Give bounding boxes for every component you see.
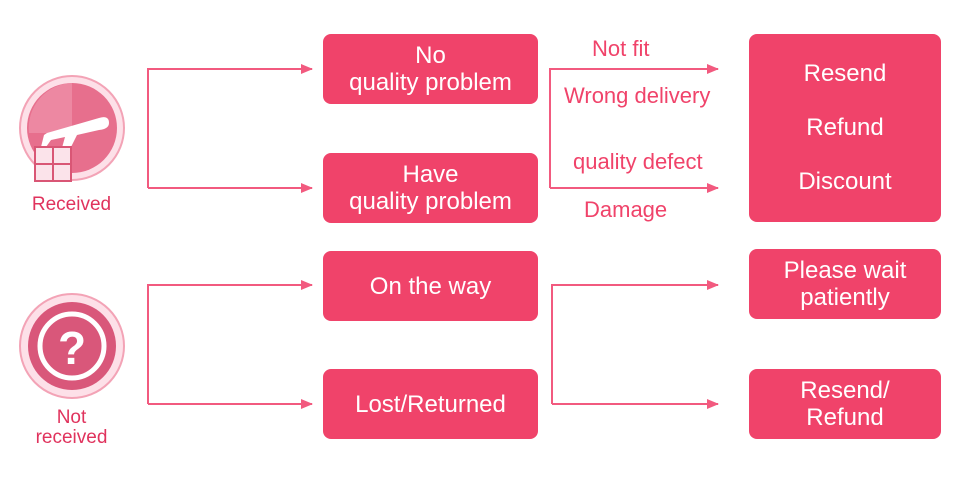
airplane-package-icon xyxy=(19,75,125,182)
solution-resend: Resend xyxy=(803,60,887,87)
no-quality-problem-box: No quality problem xyxy=(323,34,538,104)
have-quality-problem-line-2: quality problem xyxy=(349,188,512,215)
please-wait-line-2: patiently xyxy=(800,284,890,311)
quality-bracket-line xyxy=(549,64,719,188)
not-received-label-line-2: received xyxy=(35,427,108,448)
lost-returned-box: Lost/Returned xyxy=(323,369,538,439)
svg-text:?: ? xyxy=(58,322,86,374)
reason-quality-defect: quality defect xyxy=(573,149,703,174)
no-quality-problem-line-1: No xyxy=(415,42,446,69)
transit-bracket-line xyxy=(551,280,719,404)
reason-not-fit: Not fit xyxy=(592,36,650,61)
resend-refund-line-1: Resend/ xyxy=(800,377,890,404)
lost-returned-label: Lost/Returned xyxy=(355,390,506,418)
resend-refund-box: Resend/ Refund xyxy=(749,369,941,439)
solution-discount: Discount xyxy=(798,168,892,195)
please-wait-line-1: Please wait xyxy=(783,257,907,284)
not-received-label-line-1: Not xyxy=(56,407,87,428)
reason-wrong-delivery: Wrong delivery xyxy=(564,83,711,108)
resend-refund-line-2: Refund xyxy=(806,404,884,431)
on-the-way-label: On the way xyxy=(369,272,492,300)
please-wait-box: Please wait patiently xyxy=(749,249,941,319)
have-quality-problem-line-1: Have xyxy=(402,161,459,188)
received-label: Received xyxy=(31,194,112,215)
no-quality-problem-line-2: quality problem xyxy=(349,69,512,96)
not-received-label: Not received xyxy=(14,408,129,448)
solution-refund: Refund xyxy=(806,114,884,141)
received-bracket-line xyxy=(147,64,313,188)
have-quality-problem-box: Have quality problem xyxy=(323,153,538,223)
not-received-bracket-line xyxy=(147,280,313,404)
reason-damage: Damage xyxy=(584,197,668,222)
question-mark-icon: ? xyxy=(19,293,125,399)
on-the-way-box: On the way xyxy=(323,251,538,321)
solutions-box: Resend Refund Discount xyxy=(749,34,941,222)
